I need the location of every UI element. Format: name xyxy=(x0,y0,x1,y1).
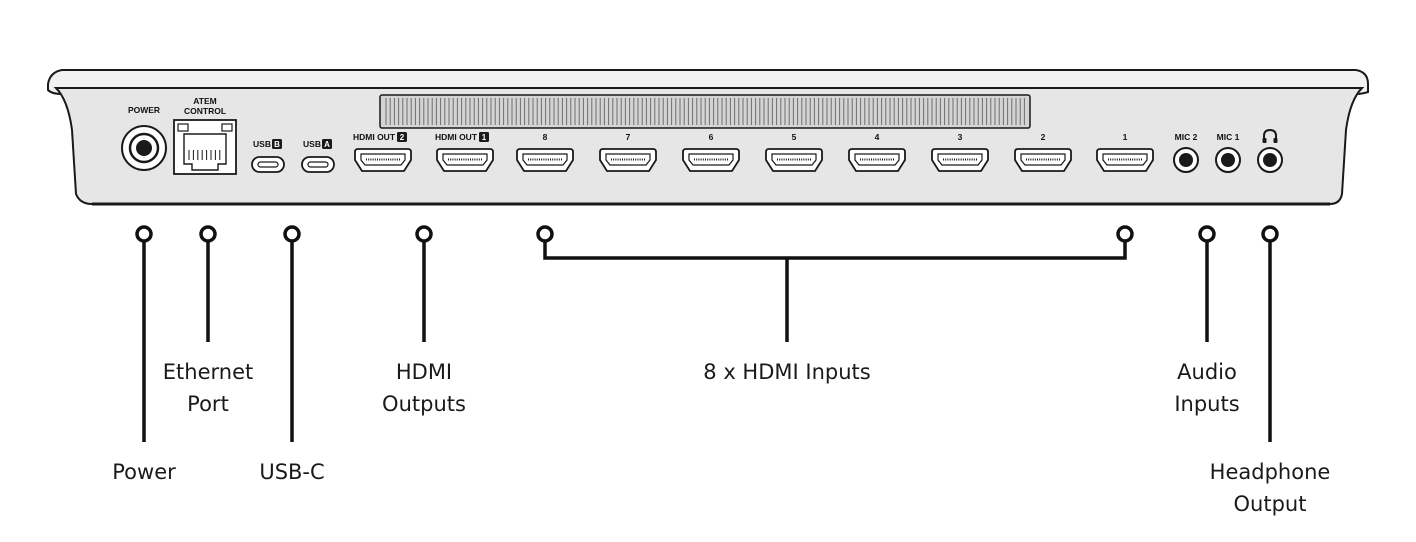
mic1-jack xyxy=(1215,147,1241,173)
leader-hdmi-inputs-bracket xyxy=(543,242,1127,260)
hdmi-out-2-port xyxy=(354,148,412,172)
headphone-jack xyxy=(1257,147,1283,173)
headphone-icon xyxy=(1262,128,1278,143)
usb-c-port-a xyxy=(301,156,335,173)
callout-leaders xyxy=(135,225,1279,442)
ethernet-port xyxy=(173,119,237,175)
hdmi-input-labels: 8 7 6 5 4 3 2 1 xyxy=(543,132,1128,142)
usb-c-port-b xyxy=(251,156,285,173)
callout-usbc: USB-C xyxy=(259,460,325,484)
hdmi-input-8-label: 8 xyxy=(543,132,548,142)
hdmi-input-6-port xyxy=(682,148,740,172)
usb-a-badge: A xyxy=(324,140,330,149)
usb-a-label: USB xyxy=(303,139,321,149)
hdmi-input-4-label: 4 xyxy=(875,132,880,142)
usb-b-label: USB xyxy=(253,139,271,149)
hdmi-out-1-port xyxy=(436,148,494,172)
hdmi-out-2-label-group: HDMI OUT 2 xyxy=(353,132,407,142)
hdmi-input-1-label: 1 xyxy=(1123,132,1128,142)
hdmi-input-5-port xyxy=(765,148,823,172)
hdmi-input-7-label: 7 xyxy=(626,132,631,142)
callout-headphone: Headphone Output xyxy=(1209,460,1331,516)
hdmi-out-1-label: HDMI OUT xyxy=(435,132,478,142)
callout-hdmi-inputs: 8 x HDMI Inputs xyxy=(703,360,871,384)
mic2-label: MIC 2 xyxy=(1175,132,1198,142)
atem-label-line2: CONTROL xyxy=(184,106,226,116)
marker-power xyxy=(135,225,153,243)
atem-label-line1: ATEM xyxy=(193,96,216,106)
usb-b-badge: B xyxy=(274,140,280,149)
mic1-label: MIC 1 xyxy=(1217,132,1240,142)
hdmi-out-1-badge: 1 xyxy=(482,133,487,142)
hdmi-input-2-label: 2 xyxy=(1041,132,1046,142)
hdmi-input-7-port xyxy=(599,148,657,172)
power-connector xyxy=(121,125,167,171)
callout-ethernet: Ethernet Port xyxy=(162,360,254,416)
hdmi-input-3-port xyxy=(931,148,989,172)
marker-hdmi-outputs xyxy=(415,225,433,243)
marker-hdmi-input-1 xyxy=(1116,225,1134,243)
hdmi-out-2-badge: 2 xyxy=(400,133,405,142)
hdmi-out-2-label: HDMI OUT xyxy=(353,132,396,142)
hdmi-input-2-port xyxy=(1014,148,1072,172)
callout-audio-inputs: Audio Inputs xyxy=(1174,360,1240,416)
device-rear-panel xyxy=(47,69,1369,206)
hdmi-input-3-label: 3 xyxy=(958,132,963,142)
hdmi-input-4-port xyxy=(848,148,906,172)
callout-power: Power xyxy=(112,460,176,484)
callout-hdmi-outputs: HDMI Outputs xyxy=(382,360,466,416)
usb-b-label-group: USB B xyxy=(253,139,282,149)
marker-headphone xyxy=(1261,225,1279,243)
marker-usbc xyxy=(283,225,301,243)
hdmi-out-1-label-group: HDMI OUT 1 xyxy=(435,132,489,142)
usb-a-label-group: USB A xyxy=(303,139,332,149)
hdmi-ports xyxy=(354,148,1154,172)
marker-audio xyxy=(1198,225,1216,243)
mic2-jack xyxy=(1173,147,1199,173)
marker-ethernet xyxy=(199,225,217,243)
hdmi-input-5-label: 5 xyxy=(792,132,797,142)
hdmi-input-1-port xyxy=(1096,148,1154,172)
power-label: POWER xyxy=(128,105,160,115)
hdmi-input-6-label: 6 xyxy=(709,132,714,142)
hdmi-input-8-port xyxy=(516,148,574,172)
marker-hdmi-input-8 xyxy=(536,225,554,243)
